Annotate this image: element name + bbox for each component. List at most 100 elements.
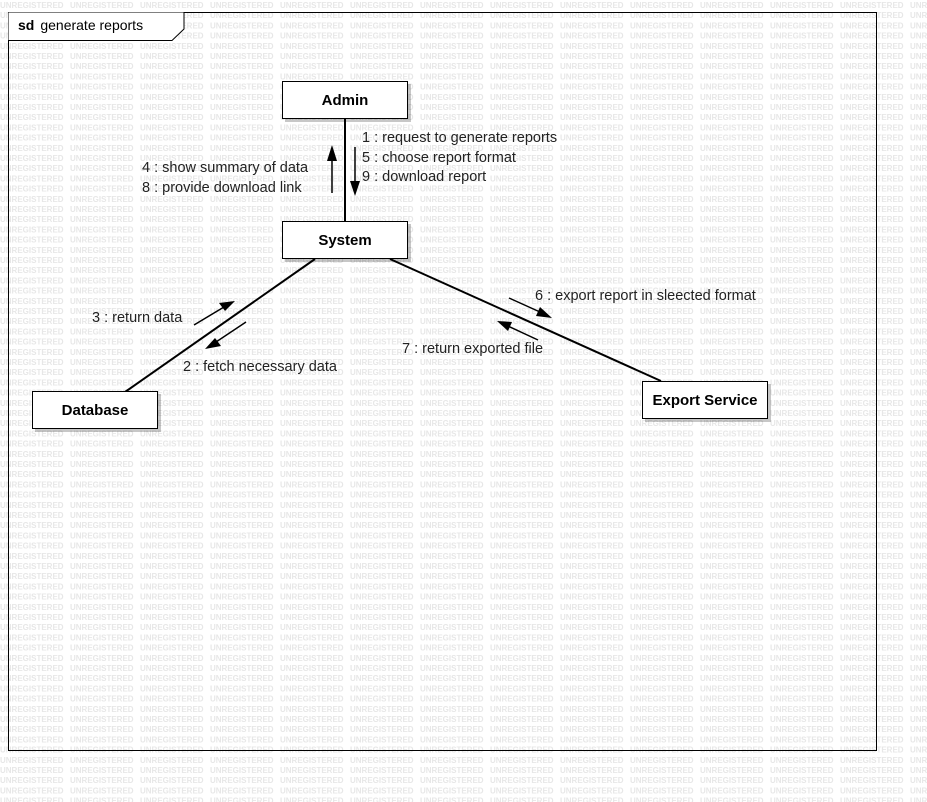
watermark-text: UNREGISTERED bbox=[700, 705, 764, 714]
watermark-text: UNREGISTERED bbox=[350, 776, 414, 785]
watermark-text: UNREGISTERED bbox=[70, 62, 134, 71]
watermark-text: UNREGISTERED bbox=[70, 633, 134, 642]
watermark-text: UNREGISTERED bbox=[70, 654, 134, 663]
watermark-text: UNREGISTERED bbox=[910, 378, 927, 387]
watermark-text: UNREGISTERED bbox=[70, 327, 134, 336]
watermark-text: UNREGISTERED bbox=[630, 164, 694, 173]
lifeline-system[interactable]: System bbox=[282, 221, 408, 259]
watermark-text: UNREGISTERED bbox=[140, 756, 204, 765]
watermark-text: UNREGISTERED bbox=[70, 797, 134, 802]
watermark-text: UNREGISTERED bbox=[350, 644, 414, 653]
lifeline-export-service[interactable]: Export Service bbox=[642, 381, 768, 419]
watermark-text: UNREGISTERED bbox=[840, 521, 904, 530]
watermark-text: UNREGISTERED bbox=[700, 266, 764, 275]
watermark-text: UNREGISTERED bbox=[420, 62, 484, 71]
watermark-text: UNREGISTERED bbox=[490, 164, 554, 173]
watermark-text: UNREGISTERED bbox=[840, 164, 904, 173]
watermark-text: UNREGISTERED bbox=[700, 440, 764, 449]
watermark-text: UNREGISTERED bbox=[0, 195, 64, 204]
watermark-text: UNREGISTERED bbox=[140, 52, 204, 61]
watermark-text: UNREGISTERED bbox=[210, 725, 274, 734]
watermark-text: UNREGISTERED bbox=[770, 654, 834, 663]
watermark-text: UNREGISTERED bbox=[70, 725, 134, 734]
watermark-text: UNREGISTERED bbox=[350, 205, 414, 214]
watermark-text: UNREGISTERED bbox=[140, 225, 204, 234]
watermark-text: UNREGISTERED bbox=[420, 174, 484, 183]
watermark-text: UNREGISTERED bbox=[420, 695, 484, 704]
watermark-text: UNREGISTERED bbox=[840, 409, 904, 418]
watermark-text: UNREGISTERED bbox=[280, 174, 344, 183]
watermark-text: UNREGISTERED bbox=[560, 756, 624, 765]
watermark-text: UNREGISTERED bbox=[350, 327, 414, 336]
watermark-text: UNREGISTERED bbox=[140, 572, 204, 581]
watermark-text: UNREGISTERED bbox=[350, 684, 414, 693]
watermark-text: UNREGISTERED bbox=[840, 358, 904, 367]
watermark-text: UNREGISTERED bbox=[70, 715, 134, 724]
arrow-return-file bbox=[497, 321, 539, 341]
watermark-text: UNREGISTERED bbox=[490, 154, 554, 163]
watermark-text: UNREGISTERED bbox=[770, 644, 834, 653]
watermark-text: UNREGISTERED bbox=[210, 521, 274, 530]
watermark-text: UNREGISTERED bbox=[770, 195, 834, 204]
watermark-text: UNREGISTERED bbox=[420, 307, 484, 316]
watermark-text: UNREGISTERED bbox=[70, 42, 134, 51]
watermark-text: UNREGISTERED bbox=[280, 1, 344, 10]
message-4-label: 4 : show summary of data bbox=[142, 160, 309, 176]
watermark-text: UNREGISTERED bbox=[140, 725, 204, 734]
watermark-text: UNREGISTERED bbox=[350, 674, 414, 683]
watermark-text: UNREGISTERED bbox=[70, 205, 134, 214]
watermark-text: UNREGISTERED bbox=[210, 317, 274, 326]
watermark-text: UNREGISTERED bbox=[490, 338, 554, 347]
watermark-text: UNREGISTERED bbox=[770, 276, 834, 285]
watermark-text: UNREGISTERED bbox=[770, 613, 834, 622]
watermark-text: UNREGISTERED bbox=[490, 225, 554, 234]
sd-diagram-name: generate reports bbox=[40, 17, 144, 33]
watermark-text: UNREGISTERED bbox=[910, 276, 927, 285]
watermark-text: UNREGISTERED bbox=[420, 358, 484, 367]
watermark-text: UNREGISTERED bbox=[280, 684, 344, 693]
watermark-text: UNREGISTERED bbox=[560, 654, 624, 663]
watermark-text: UNREGISTERED bbox=[0, 705, 64, 714]
watermark-text: UNREGISTERED bbox=[910, 715, 927, 724]
watermark-text: UNREGISTERED bbox=[70, 521, 134, 530]
watermark-text: UNREGISTERED bbox=[560, 287, 624, 296]
watermark-text: UNREGISTERED bbox=[910, 409, 927, 418]
watermark-text: UNREGISTERED bbox=[350, 695, 414, 704]
lifeline-database[interactable]: Database bbox=[32, 391, 158, 429]
watermark-text: UNREGISTERED bbox=[280, 134, 344, 143]
watermark-text: UNREGISTERED bbox=[840, 684, 904, 693]
watermark-text: UNREGISTERED bbox=[700, 32, 764, 41]
watermark-text: UNREGISTERED bbox=[140, 266, 204, 275]
watermark-text: UNREGISTERED bbox=[140, 327, 204, 336]
watermark-text: UNREGISTERED bbox=[140, 205, 204, 214]
watermark-text: UNREGISTERED bbox=[770, 123, 834, 132]
watermark-text: UNREGISTERED bbox=[700, 215, 764, 224]
watermark-text: UNREGISTERED bbox=[280, 297, 344, 306]
watermark-text: UNREGISTERED bbox=[700, 103, 764, 112]
lifeline-admin[interactable]: Admin bbox=[282, 81, 408, 119]
watermark-text: UNREGISTERED bbox=[490, 215, 554, 224]
watermark-text: UNREGISTERED bbox=[490, 256, 554, 265]
watermark-text: UNREGISTERED bbox=[700, 797, 764, 802]
watermark-text: UNREGISTERED bbox=[210, 399, 274, 408]
watermark-text: UNREGISTERED bbox=[840, 735, 904, 744]
watermark-text: UNREGISTERED bbox=[700, 225, 764, 234]
watermark-text: UNREGISTERED bbox=[280, 276, 344, 285]
watermark-text: UNREGISTERED bbox=[560, 735, 624, 744]
watermark-text: UNREGISTERED bbox=[70, 368, 134, 377]
watermark-text: UNREGISTERED bbox=[560, 327, 624, 336]
watermark-text: UNREGISTERED bbox=[560, 62, 624, 71]
watermark-text: UNREGISTERED bbox=[70, 552, 134, 561]
watermark-text: UNREGISTERED bbox=[560, 603, 624, 612]
watermark-text: UNREGISTERED bbox=[910, 1, 927, 10]
watermark-text: UNREGISTERED bbox=[280, 531, 344, 540]
watermark-text: UNREGISTERED bbox=[0, 613, 64, 622]
watermark-text: UNREGISTERED bbox=[840, 327, 904, 336]
watermark-text: UNREGISTERED bbox=[770, 317, 834, 326]
watermark-text: UNREGISTERED bbox=[490, 195, 554, 204]
watermark-text: UNREGISTERED bbox=[630, 480, 694, 489]
watermark-text: UNREGISTERED bbox=[140, 317, 204, 326]
watermark-text: UNREGISTERED bbox=[490, 236, 554, 245]
watermark-text: UNREGISTERED bbox=[560, 348, 624, 357]
watermark-text: UNREGISTERED bbox=[350, 450, 414, 459]
